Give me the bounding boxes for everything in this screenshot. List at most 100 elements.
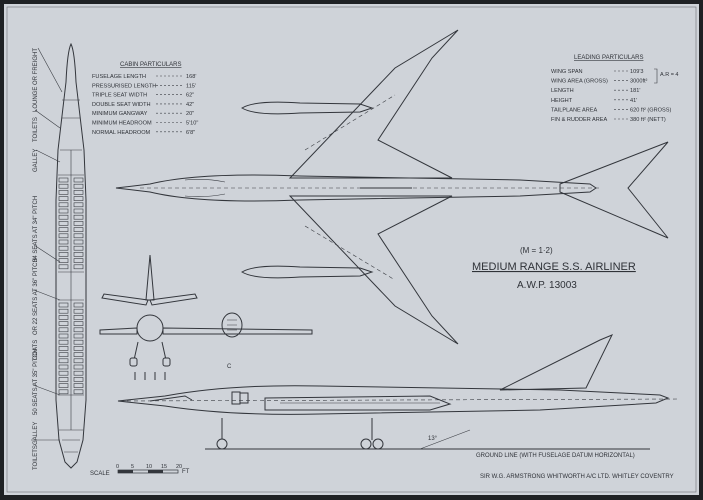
cabin-row-value: 42"	[186, 102, 194, 108]
seat-block-left	[58, 358, 69, 364]
cabin-row-value: 20"	[186, 111, 194, 117]
scale-bar	[117, 469, 179, 474]
seat-block-right	[73, 183, 84, 189]
leading-row-label: FIN & RUDDER AREA	[551, 117, 608, 123]
side-view-aircraft	[117, 334, 681, 450]
leading-row-label: WING SPAN	[551, 69, 583, 75]
leading-row-label: WING AREA (GROSS)	[551, 79, 608, 85]
cabin-row-value: 6'8"	[186, 130, 195, 136]
seat-block-left	[58, 196, 69, 201]
label-seats-50: 50 SEATS AT 35" PITCH	[33, 349, 39, 415]
label-seats-22: OR 22 SEATS AT 36" PITCH	[33, 258, 39, 335]
plan-wing-upper	[288, 29, 459, 179]
seat-block-left	[58, 389, 69, 395]
scale-label: SCALE	[90, 471, 110, 477]
front-tailplane	[101, 293, 198, 306]
side-fuselage	[117, 385, 670, 415]
side-engine-pod	[264, 395, 452, 411]
scale-tick-label: 5	[131, 464, 134, 470]
aspect-bracket	[654, 68, 658, 84]
seat-block-left	[58, 352, 69, 357]
seat-block-left	[58, 383, 69, 388]
seat-block-left	[58, 177, 69, 183]
manufacturer-name: SIR W.G. ARMSTRONG WHITWORTH A/C LTD. WH…	[480, 474, 674, 480]
leading-particulars-title: LEADING PARTICULARS	[574, 55, 643, 61]
label-galley-bottom: GALLEY	[33, 422, 39, 445]
front-gear-legs	[133, 341, 167, 361]
cabin-plan-view	[31, 42, 87, 469]
cabin-row-label: NORMAL HEADROOM	[92, 130, 151, 136]
seat-block-left	[58, 327, 69, 333]
front-wheel-left	[129, 357, 138, 367]
seat-block-right	[73, 196, 84, 201]
seat-block-right	[73, 346, 84, 351]
seat-block-right	[73, 202, 84, 208]
front-engine-pod	[221, 312, 243, 338]
seat-block-right	[73, 258, 84, 263]
cabin-row-value: 115'	[186, 83, 196, 89]
seat-block-right	[73, 227, 84, 232]
ground-angle-line	[419, 429, 471, 450]
seat-block-right	[73, 239, 84, 245]
side-canopy	[149, 395, 193, 402]
seat-block-right	[73, 358, 84, 364]
front-view-aircraft: C	[99, 254, 313, 380]
seat-block-right	[73, 370, 84, 376]
cabin-row-label: FUSELAGE LENGTH	[92, 74, 146, 80]
scale-unit: FT	[182, 469, 190, 475]
cabin-row-value: 5'10"	[186, 121, 198, 127]
leading-row-label: LENGTH	[551, 88, 574, 94]
seat-block-right	[73, 315, 84, 320]
seat-block-right	[73, 233, 84, 239]
cabin-row-value: 62"	[186, 93, 194, 99]
front-wheel-marks	[134, 372, 166, 380]
label-seats-34: 34 SEATS AT 34" PITCH	[33, 196, 39, 262]
scale-tick-label: 20	[176, 464, 182, 470]
title-mach: (M = 1·2)	[520, 246, 553, 255]
seat-block-left	[58, 252, 69, 257]
seat-block-left	[58, 202, 69, 208]
seat-block-left	[58, 315, 69, 320]
seat-block-left	[58, 321, 69, 326]
title-number: A.W.P. 13003	[517, 280, 577, 291]
cabin-row-label: DOUBLE SEAT WIDTH	[92, 102, 151, 108]
seat-block-right	[73, 383, 84, 388]
seat-block-left	[58, 264, 69, 270]
seat-block-right	[73, 177, 84, 183]
leading-row-value: 41'	[630, 98, 637, 104]
seat-block-left	[58, 370, 69, 376]
seat-block-right	[73, 302, 84, 308]
seat-block-right	[73, 264, 84, 270]
seat-block-left	[58, 221, 69, 226]
seat-block-right	[73, 245, 84, 251]
seat-block-left	[58, 239, 69, 245]
seat-block-left	[58, 227, 69, 232]
cabin-particulars-title: CABIN PARTICULARS	[120, 62, 181, 68]
front-wheel-right	[162, 357, 171, 367]
plan-wing-spar-lines	[304, 94, 396, 281]
leading-row-value: 3000ft²	[630, 79, 648, 85]
leading-row-value: 109'3	[630, 69, 644, 75]
seat-block-left	[58, 364, 69, 370]
seat-block-left	[58, 233, 69, 239]
seat-block-left	[58, 377, 69, 382]
seat-block-left	[58, 339, 69, 345]
section-mark: C	[227, 364, 232, 370]
plan-wing-lower	[288, 195, 459, 345]
seat-block-right	[73, 308, 84, 314]
seat-block-right	[73, 333, 84, 339]
label-toilets-top: TOILETS	[33, 117, 39, 142]
seat-block-right	[73, 377, 84, 382]
seat-block-left	[58, 190, 69, 195]
plan-engine-pod-upper	[241, 101, 374, 115]
label-toilets-bottom: TOILETS	[33, 445, 39, 470]
leading-row-label: HEIGHT	[551, 98, 573, 104]
seat-block-right	[73, 389, 84, 395]
seat-block-left	[58, 214, 69, 220]
seat-block-left	[58, 346, 69, 351]
seat-block-right	[73, 352, 84, 357]
side-nose-wheel	[216, 438, 228, 450]
